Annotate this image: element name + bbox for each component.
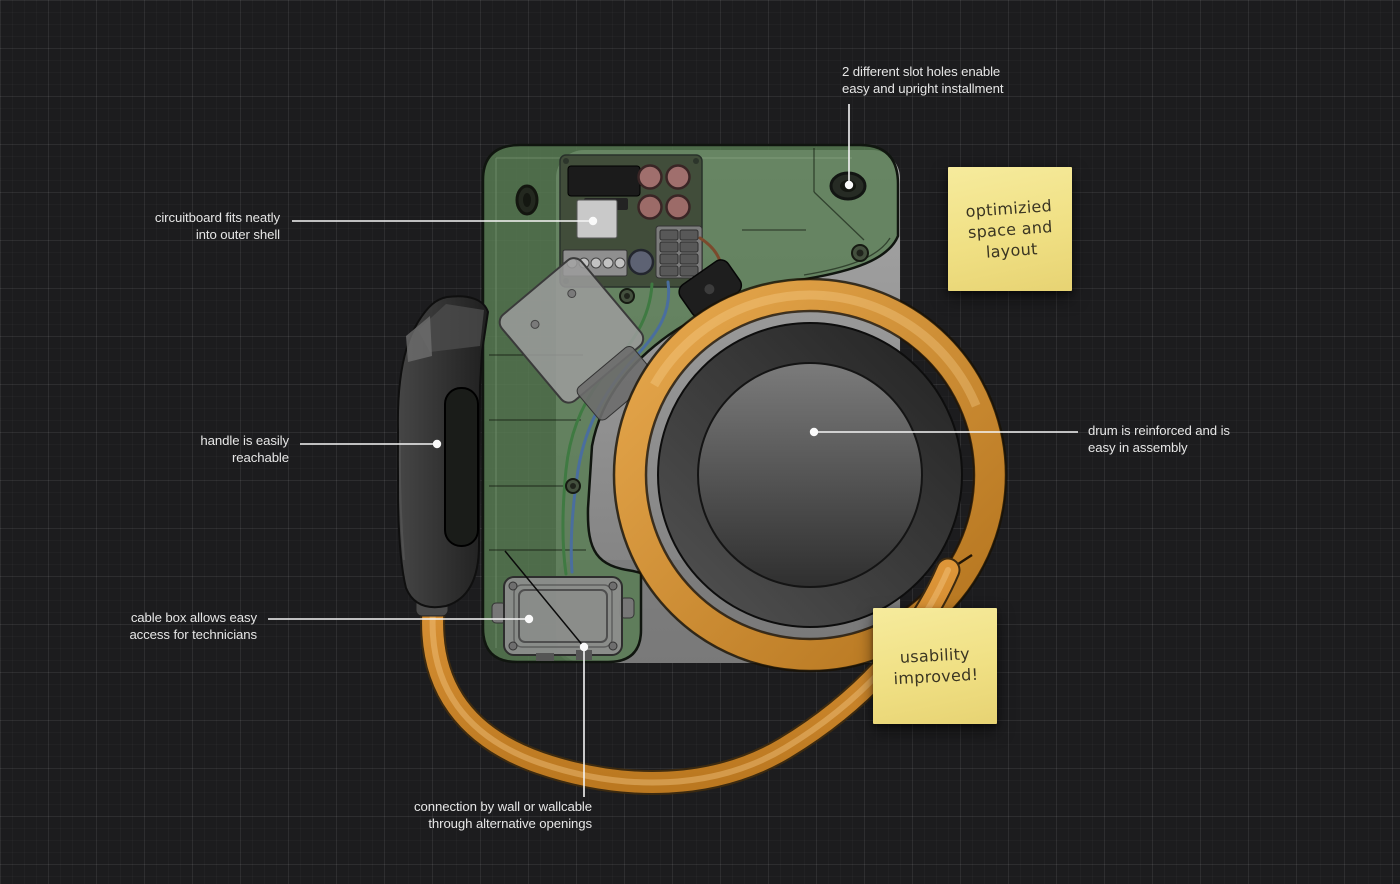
cable-box [491, 550, 635, 661]
annotation-line: easy in assembly [1088, 439, 1188, 455]
annotation-handle: handle is easily reachable [109, 433, 289, 466]
slot-hole-left [515, 184, 539, 216]
handle-facet [418, 304, 484, 352]
annotation-connection: connection by wall or wallcable through … [392, 799, 592, 832]
socket-dock [498, 257, 655, 421]
handle-grip-hole [444, 387, 479, 547]
annotation-line: into outer shell [195, 226, 280, 242]
annotation-line: 2 different slot holes enable [842, 64, 1001, 79]
annotation-line: reachable [231, 449, 289, 465]
annotation-line: cable box allows easy [130, 610, 257, 625]
screws [565, 244, 869, 494]
sticky-note-usability: usability improved! [873, 608, 997, 724]
annotation-line: drum is reinforced and is [1088, 423, 1230, 438]
annotation-line: connection by wall or wallcable [414, 799, 592, 814]
charging-handle [396, 295, 490, 617]
round-capacitor [627, 248, 655, 276]
relay-block [576, 199, 618, 239]
annotation-line: through alternative openings [428, 815, 592, 831]
sticky-note-optimized: optimizied space and layout [948, 167, 1072, 291]
annotation-line: circuitboard fits neatly [154, 210, 280, 225]
capacitors [637, 164, 691, 220]
annotation-slot-holes: 2 different slot holes enable easy and u… [842, 64, 1004, 97]
annotation-line: easy and upright installment [842, 80, 1004, 96]
leader-lines [268, 104, 1078, 797]
annotation-cable-box: cable box allows easy access for technic… [77, 610, 257, 643]
annotation-line: access for technicians [129, 626, 257, 642]
sticky-note-text: optimizied space and layout [965, 195, 1056, 264]
sticky-note-text: usability improved! [892, 643, 979, 689]
leader-dots [432, 180, 854, 652]
seam-line [504, 550, 585, 648]
handle-latch [406, 316, 432, 362]
note-line: improved! [892, 664, 979, 689]
annotation-line: handle is easily [200, 433, 289, 448]
annotation-circuitboard: circuitboard fits neatly into outer shel… [100, 210, 280, 243]
annotation-drum: drum is reinforced and is easy in assemb… [1088, 423, 1230, 456]
cable-drum [612, 277, 1008, 673]
drum-inner [697, 362, 923, 588]
black-component [567, 165, 641, 197]
